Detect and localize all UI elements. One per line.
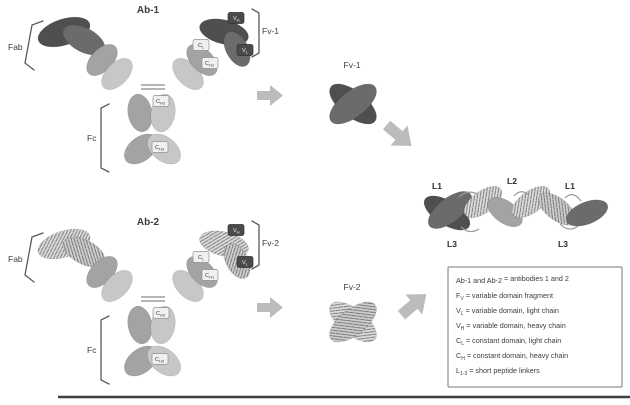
linker-label-l1-right: L1: [565, 181, 575, 191]
chip-text: CH1: [205, 61, 215, 68]
chip-box: [192, 39, 210, 51]
ab1-ch3-chip: CH3: [151, 141, 169, 153]
construct-fv2-domain: [511, 186, 551, 218]
legend-line: L1-3 = short peptide linkers: [456, 366, 540, 377]
fv1-vl-domain: [329, 83, 377, 125]
ab2-antibody: Ab-2 Fab Fv-2 Fc VH CL: [8, 217, 279, 385]
ab1-ch2-left-domain: [127, 93, 153, 133]
ab2-ch2-chip: CH2: [152, 307, 170, 319]
fv2-vl-domain: [329, 301, 377, 343]
chip-box: [201, 269, 219, 281]
chip-box: [152, 95, 170, 107]
ab2-ch3-chip: CH3: [151, 353, 169, 365]
linker-line-l1-right: [564, 194, 582, 202]
ab1-ch1-chip: CH1: [201, 57, 219, 69]
ab1-antibody: Ab-1 Fab Fv-1 Fc VH CL: [8, 5, 279, 173]
bispecific-construct: L1 L2 L1 L3 L3: [423, 176, 609, 249]
chip-box: [151, 353, 169, 365]
chip-text: CH2: [156, 99, 166, 106]
fv1-bracket: [251, 8, 260, 58]
linker-line-l3-right: [559, 223, 579, 230]
chip-box: [227, 224, 245, 236]
fv2-bracket: [251, 220, 260, 270]
fv1-label: Fv-1: [344, 60, 361, 70]
ab2-cl-chip: CL: [192, 251, 210, 263]
linker-label-l3-right: L3: [558, 239, 568, 249]
chip-text: CH3: [155, 357, 165, 364]
ab2-title: Ab-2: [137, 217, 160, 228]
linker-line-l3-left: [460, 226, 480, 233]
chip-text: CH3: [155, 145, 165, 152]
chip-text: CL: [198, 43, 205, 50]
linker-line-l2: [513, 191, 530, 197]
ab2-ch2-left-domain: [127, 305, 153, 345]
legend-line: CL = constant domain, light chain: [456, 336, 561, 347]
construct-mid-domain: [487, 197, 523, 227]
ab1-fab-label: Fab: [8, 42, 23, 52]
linker-label-l2: L2: [507, 176, 517, 186]
ab2-fab-label: Fab: [8, 254, 23, 264]
fv2-label: Fv-2: [344, 282, 361, 292]
ab1-cl-chip: CL: [192, 39, 210, 51]
ab2-ch1-chip: CH1: [201, 269, 219, 281]
legend-line: CH = constant domain, heavy chain: [456, 351, 568, 362]
ab1-left-ch1-domain: [101, 58, 133, 90]
arrow-fv1-to-construct: [382, 120, 412, 146]
construct-fv1-vl-domain: [427, 191, 473, 229]
right-arrow-icon: [257, 85, 283, 106]
down-right-arrow-icon: [382, 120, 412, 146]
arrow-fv2-to-construct: [397, 294, 427, 320]
ab1-title: Ab-1: [137, 5, 160, 16]
chip-text: VH: [233, 228, 240, 235]
chip-box: [151, 141, 169, 153]
chip-text: VL: [242, 260, 249, 267]
ab2-vl-chip: VL: [236, 256, 254, 268]
right-arrow-icon: [257, 297, 283, 318]
construct-fv1-domain: [565, 199, 609, 227]
legend-line: VH = variable domain, heavy chain: [456, 321, 566, 332]
chip-box: [201, 57, 219, 69]
chip-box: [236, 256, 254, 268]
ab2-vh-chip: VH: [227, 224, 245, 236]
chip-box: [152, 307, 170, 319]
legend: Ab-1 and Ab-2 = antibodies 1 and 2 FV = …: [447, 266, 623, 388]
fc-bracket: [100, 103, 110, 173]
fab-bracket: [24, 232, 44, 283]
fc-bracket: [100, 315, 110, 385]
ab2-left-ch1-domain: [101, 270, 133, 302]
legend-box: [447, 266, 623, 388]
ab1-vl-chip: VL: [236, 44, 254, 56]
chip-text: VH: [233, 16, 240, 23]
linker-label-l1-left: L1: [432, 181, 442, 191]
linker-label-l3-left: L3: [447, 239, 457, 249]
fv1-fragment: Fv-1: [329, 60, 377, 125]
ab1-fv-label: Fv-1: [262, 26, 279, 36]
ab1-fc-label: Fc: [87, 133, 97, 143]
ab2-fv-label: Fv-2: [262, 238, 279, 248]
ab1-ch2-chip: CH2: [152, 95, 170, 107]
chip-text: CH2: [156, 311, 166, 318]
chip-box: [236, 44, 254, 56]
fab-bracket: [24, 20, 44, 71]
legend-line: Ab-1 and Ab-2 = antibodies 1 and 2: [456, 274, 569, 285]
fv2-fragment: Fv-2: [329, 282, 377, 343]
chip-text: CH1: [205, 273, 215, 280]
up-right-arrow-icon: [397, 294, 427, 320]
ab1-vh-chip: VH: [227, 12, 245, 24]
arrow-ab2-to-fv2: [257, 297, 283, 318]
legend-line: FV = variable domain fragment: [456, 291, 553, 302]
arrow-ab1-to-fv1: [257, 85, 283, 106]
chip-box: [227, 12, 245, 24]
ab2-fc-label: Fc: [87, 345, 97, 355]
linker-line-l1-left: [458, 191, 478, 198]
chip-text: CL: [198, 255, 205, 262]
chip-box: [192, 251, 210, 263]
legend-line: VL = variable domain, light chain: [456, 306, 559, 317]
chip-text: VL: [242, 48, 249, 55]
